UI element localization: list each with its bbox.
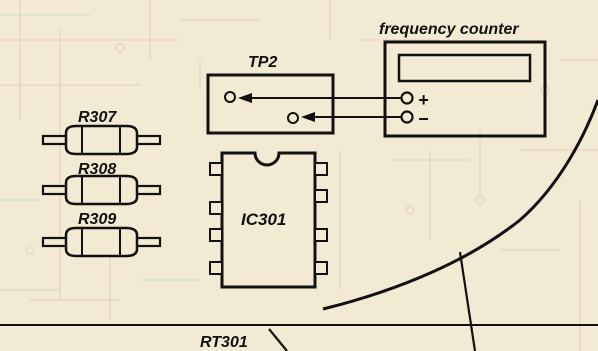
frequency-counter-display [397, 53, 532, 83]
r308-label: R308 [78, 161, 116, 178]
r307-label: R307 [78, 109, 117, 126]
zoom-arc [322, 99, 598, 311]
ic301-body [220, 151, 317, 289]
ic301-pins-left [209, 162, 223, 275]
ic301-label: IC301 [241, 210, 286, 229]
ic301-chip: IC301 [209, 151, 328, 289]
tp2-box [206, 73, 335, 135]
resistor-r309: R309 [41, 211, 162, 258]
test-leads [238, 93, 401, 122]
bottom-section: RT301 [0, 324, 598, 351]
zoom-pointer-line [458, 251, 477, 351]
plus-label: + [418, 90, 429, 110]
minus-lead-arrow [301, 112, 315, 122]
resistor-r308: R308 [41, 161, 162, 206]
minus-label: − [418, 109, 429, 129]
tp2-label: TP2 [248, 54, 277, 71]
ic301-pins-right [314, 162, 328, 275]
rt301-label: RT301 [200, 334, 248, 351]
rt301-pointer [268, 328, 288, 351]
plus-lead-arrow [238, 93, 252, 103]
zoom-callout [322, 99, 598, 351]
resistor-r307: R307 [41, 109, 162, 156]
ground-pin [287, 112, 299, 124]
tp2-test-point: TP2 [206, 54, 335, 135]
tp2-pin [224, 91, 236, 103]
frequency-counter-label: frequency counter [379, 21, 519, 38]
minus-terminal [400, 110, 414, 124]
r309-label: R309 [78, 211, 116, 228]
frequency-counter-body [383, 40, 547, 138]
plus-terminal [400, 91, 414, 105]
frequency-counter: frequency counter + − [379, 21, 547, 138]
